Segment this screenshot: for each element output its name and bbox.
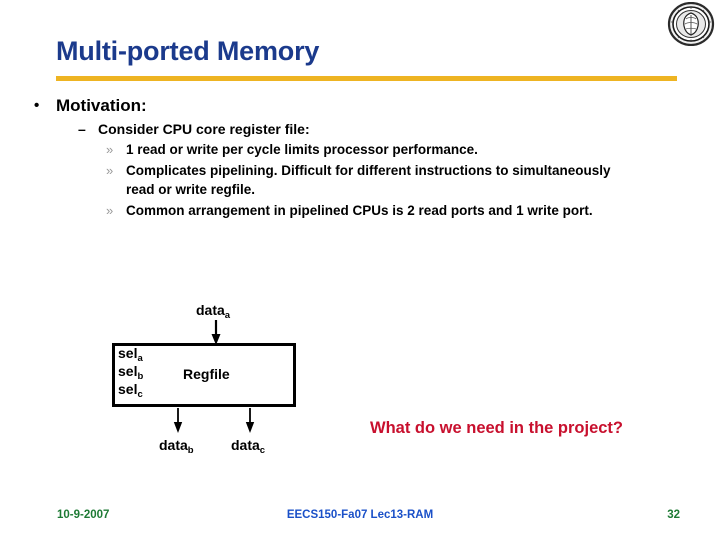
bullet-text: 1 read or write per cycle limits process… bbox=[126, 142, 478, 157]
footer-page-number: 32 bbox=[667, 509, 680, 521]
diagram-label-data-a: dataa bbox=[196, 302, 231, 321]
slide-title: Multi-ported Memory bbox=[56, 36, 320, 66]
diagram-label-data-b: datab bbox=[159, 437, 194, 456]
bullet-marker-guillemet: » bbox=[106, 162, 114, 178]
bullet-marker-guillemet: » bbox=[106, 142, 114, 157]
diagram-label-data-c: datac bbox=[231, 437, 266, 456]
diagram-label-sel-a: sela bbox=[118, 345, 143, 364]
bullet-level1-motivation: • Motivation: bbox=[0, 96, 720, 116]
bullet-text: Consider CPU core register file: bbox=[98, 121, 310, 137]
footer-date: 10-9-2007 bbox=[57, 509, 110, 521]
arrow-data-b-output bbox=[173, 408, 183, 433]
bullet-text: Complicates pipelining. Difficult for di… bbox=[126, 162, 611, 198]
callout-question: What do we need in the project? bbox=[370, 419, 624, 437]
bullet-text: Common arrangement in pipelined CPUs is … bbox=[126, 202, 593, 218]
arrow-data-a-input bbox=[211, 320, 221, 345]
bullet-marker-dot: • bbox=[34, 97, 40, 114]
bullet-text: Motivation: bbox=[56, 96, 147, 115]
regfile-block-label: Regfile bbox=[183, 366, 230, 382]
title-underline-rule bbox=[56, 76, 677, 81]
arrow-data-c-output bbox=[245, 408, 255, 433]
bullet-marker-guillemet: » bbox=[106, 202, 114, 218]
diagram-label-sel-b: selb bbox=[118, 363, 144, 382]
slide-body: • Motivation: – Consider CPU core regist… bbox=[0, 96, 720, 221]
bullet-marker-dash: – bbox=[78, 121, 86, 137]
university-seal-icon bbox=[666, 1, 716, 47]
bullet-level3-common-arrangement: » Common arrangement in pipelined CPUs i… bbox=[0, 201, 720, 221]
bullet-level3-read-write-limits: » 1 read or write per cycle limits proce… bbox=[0, 140, 720, 160]
regfile-block bbox=[112, 343, 296, 407]
footer-course-label: EECS150-Fa07 Lec13-RAM bbox=[286, 509, 434, 521]
bullet-level3-complicates-pipelining: » Complicates pipelining. Difficult for … bbox=[0, 161, 720, 200]
diagram-label-sel-c: selc bbox=[118, 381, 143, 400]
bullet-level2-consider-cpu-core-register-file: – Consider CPU core register file: bbox=[0, 120, 720, 138]
